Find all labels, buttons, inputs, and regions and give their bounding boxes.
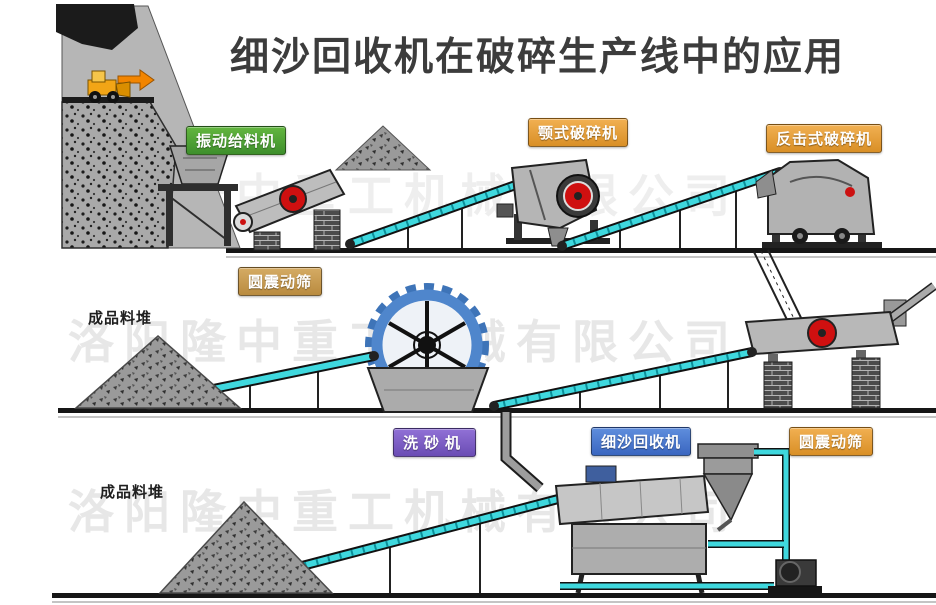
label-impact-crusher: 反击式破碎机 (766, 124, 883, 153)
label-fine-sand-recycler: 细沙回收机 (591, 427, 692, 456)
lattice-chute (753, 249, 807, 331)
impact-crusher-machine (755, 158, 882, 248)
product-pile-bottom (158, 500, 334, 594)
circular-screen-bottom-machine (744, 282, 936, 409)
label-circular-screen-top: 圆震动筛 (238, 267, 323, 296)
product-pile-mid (74, 335, 242, 409)
jaw-crusher-machine (496, 158, 610, 247)
page-title: 细沙回收机在破碎生产线中的应用 (230, 36, 846, 79)
fine-sand-recycler-machine (554, 443, 822, 594)
conveyor-belt-2 (557, 167, 785, 251)
label-circular-screen-bottom: 圆震动筛 (789, 427, 874, 456)
circular-screen-top-machine (233, 168, 346, 251)
wheel-loader (87, 69, 155, 103)
tier-ground-lines (52, 248, 936, 603)
sand-washer-machine (365, 283, 490, 413)
small-stockpile (334, 125, 432, 171)
washer-discharge-pipe (500, 412, 544, 493)
label-vibrating-feeder: 振动给料机 (186, 126, 287, 155)
label-product-pile-bottom: 成品料堆 (100, 484, 165, 501)
conveyor-belt-3 (489, 347, 757, 411)
label-product-pile-mid: 成品料堆 (88, 310, 153, 327)
label-sand-washer: 洗砂机 (393, 428, 477, 457)
label-jaw-crusher: 颚式破碎机 (528, 118, 629, 147)
